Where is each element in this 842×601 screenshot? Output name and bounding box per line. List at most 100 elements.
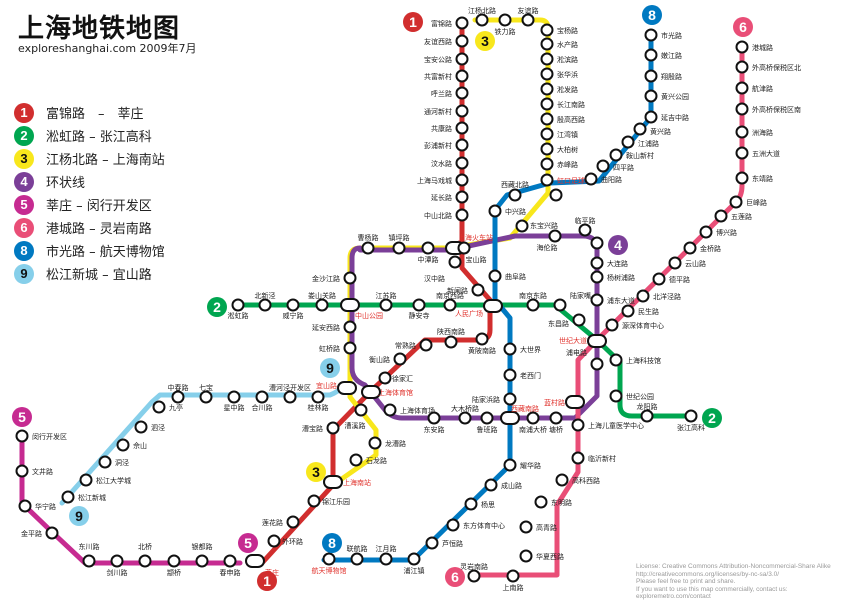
- station-marker[interactable]: [425, 536, 439, 550]
- station-marker[interactable]: [590, 256, 604, 270]
- station[interactable]: 耀华路: [503, 458, 542, 472]
- station-marker[interactable]: [735, 60, 749, 74]
- station[interactable]: 航天博物馆: [312, 552, 347, 576]
- station[interactable]: 临沂新村: [571, 451, 617, 465]
- station-marker[interactable]: [116, 438, 130, 452]
- station-marker[interactable]: [596, 159, 610, 173]
- station[interactable]: 江湾镇: [540, 127, 579, 141]
- station[interactable]: 大世界: [503, 342, 542, 356]
- station-marker[interactable]: [349, 453, 363, 467]
- station-marker[interactable]: [18, 499, 32, 513]
- station-marker[interactable]: [322, 552, 336, 566]
- station[interactable]: 博兴路: [699, 225, 738, 239]
- station-marker[interactable]: [540, 173, 554, 187]
- interchange-station-marker[interactable]: [337, 381, 357, 395]
- station[interactable]: 杨树浦路: [590, 270, 636, 284]
- station[interactable]: 上海体育场: [383, 403, 436, 417]
- station-marker[interactable]: [455, 52, 469, 66]
- station-marker[interactable]: [609, 389, 623, 403]
- station[interactable]: 共康路: [431, 121, 469, 135]
- station-marker[interactable]: [379, 298, 393, 312]
- station[interactable]: 民生路: [621, 304, 660, 318]
- station[interactable]: 东安路: [424, 411, 445, 435]
- station-marker[interactable]: [379, 552, 393, 566]
- station[interactable]: 宝杨路: [540, 23, 579, 37]
- station-marker[interactable]: [548, 229, 562, 243]
- station-marker[interactable]: [506, 569, 520, 583]
- station[interactable]: [590, 236, 604, 250]
- station[interactable]: 汶水路: [431, 156, 469, 170]
- station-marker[interactable]: [621, 135, 635, 149]
- station-marker[interactable]: [383, 403, 397, 417]
- station-marker[interactable]: [15, 464, 29, 478]
- station-marker[interactable]: [343, 341, 357, 355]
- station[interactable]: 大连路: [590, 256, 629, 270]
- station-marker[interactable]: [578, 223, 592, 237]
- station-marker[interactable]: [519, 549, 533, 563]
- station-marker[interactable]: [392, 241, 406, 255]
- station[interactable]: 南京西路: [436, 291, 464, 312]
- station-marker[interactable]: [503, 458, 517, 472]
- station[interactable]: 鞍山新村: [609, 148, 655, 162]
- station[interactable]: 漕溪路: [345, 403, 368, 431]
- station[interactable]: 通河新村: [424, 104, 469, 118]
- station[interactable]: 东明路: [534, 495, 573, 509]
- station-marker[interactable]: [311, 390, 325, 404]
- station-marker[interactable]: [455, 138, 469, 152]
- station[interactable]: 成山路: [484, 478, 523, 492]
- station-marker[interactable]: [455, 190, 469, 204]
- station-marker[interactable]: [488, 269, 502, 283]
- station-marker[interactable]: [455, 121, 469, 135]
- station[interactable]: 泗泾: [134, 420, 166, 434]
- station[interactable]: 龙漕路: [368, 436, 407, 450]
- station-marker[interactable]: [515, 219, 529, 233]
- station[interactable]: 灵岩南路: [460, 562, 488, 583]
- station[interactable]: 嫩江路: [644, 48, 683, 62]
- station[interactable]: 华夏西路: [519, 549, 565, 563]
- station-marker[interactable]: [368, 436, 382, 450]
- station-marker[interactable]: [684, 409, 698, 423]
- station[interactable]: 锦江乐园: [307, 494, 351, 508]
- station[interactable]: 塘桥: [549, 411, 563, 435]
- interchange-station-marker[interactable]: [245, 554, 265, 568]
- station-marker[interactable]: [443, 298, 457, 312]
- station[interactable]: 人民广场: [455, 299, 503, 318]
- station-marker[interactable]: [668, 256, 682, 270]
- station[interactable]: 石龙路: [349, 453, 388, 467]
- station[interactable]: 德平路: [652, 272, 691, 286]
- station[interactable]: 东宝兴路: [515, 219, 559, 233]
- station-marker[interactable]: [590, 236, 604, 250]
- station-marker[interactable]: [609, 148, 623, 162]
- station-marker[interactable]: [519, 520, 533, 534]
- station-marker[interactable]: [455, 16, 469, 30]
- station[interactable]: 宝安公路: [424, 52, 469, 66]
- station[interactable]: 浦东大道: [590, 293, 636, 307]
- station-marker[interactable]: [199, 390, 213, 404]
- station[interactable]: 佘山: [116, 438, 148, 452]
- station-marker[interactable]: [644, 110, 658, 124]
- station-marker[interactable]: [644, 48, 658, 62]
- station-marker[interactable]: [455, 104, 469, 118]
- station-marker[interactable]: [521, 13, 535, 27]
- station-marker[interactable]: [640, 409, 654, 423]
- station-marker[interactable]: [15, 429, 29, 443]
- station[interactable]: 华宁路: [18, 499, 57, 513]
- station-marker[interactable]: [729, 195, 743, 209]
- station[interactable]: 高科西路: [555, 473, 601, 487]
- station-marker[interactable]: [446, 518, 460, 532]
- station[interactable]: 延长路: [431, 190, 469, 204]
- station[interactable]: 虹口足球场: [540, 173, 593, 187]
- station-marker[interactable]: [61, 490, 75, 504]
- station[interactable]: 陆家嘴: [553, 291, 592, 312]
- station[interactable]: 北桥: [138, 542, 152, 568]
- station[interactable]: 世纪大道: [559, 334, 607, 348]
- station[interactable]: [549, 188, 563, 202]
- station[interactable]: 张华浜: [540, 67, 579, 81]
- station[interactable]: 上海马戏城: [417, 173, 469, 187]
- station-marker[interactable]: [286, 298, 300, 312]
- station-marker[interactable]: [361, 241, 375, 255]
- station-marker[interactable]: [633, 122, 647, 136]
- station[interactable]: 黄兴路: [633, 122, 672, 137]
- station[interactable]: 龙阳路: [637, 402, 658, 423]
- station[interactable]: 中潭路: [418, 241, 439, 265]
